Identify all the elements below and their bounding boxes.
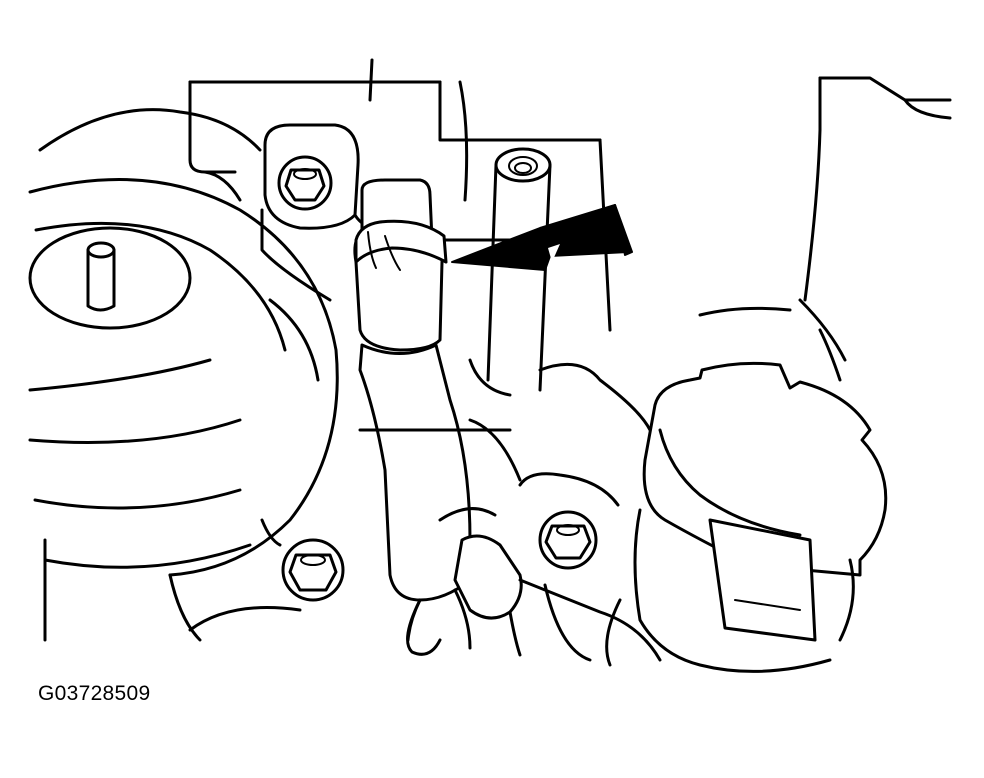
engine-line-illustration: [28, 58, 952, 673]
pulley-assembly: [28, 108, 339, 642]
filler-cap: [543, 361, 888, 673]
right-housing: [698, 76, 952, 382]
hose-clamp: [354, 219, 448, 271]
hose-clip: [438, 507, 523, 657]
figure-id-label: G03728509: [38, 682, 151, 705]
lower-casting: [358, 362, 652, 507]
upper-bolt: [277, 155, 333, 211]
center-stud: [86, 241, 116, 312]
lower-bolt-left: [168, 518, 345, 642]
lower-bolt-center: [538, 510, 598, 570]
vacuum-hose: [353, 226, 472, 650]
arrow-icon: [451, 204, 633, 271]
threaded-fitting: [468, 147, 552, 397]
